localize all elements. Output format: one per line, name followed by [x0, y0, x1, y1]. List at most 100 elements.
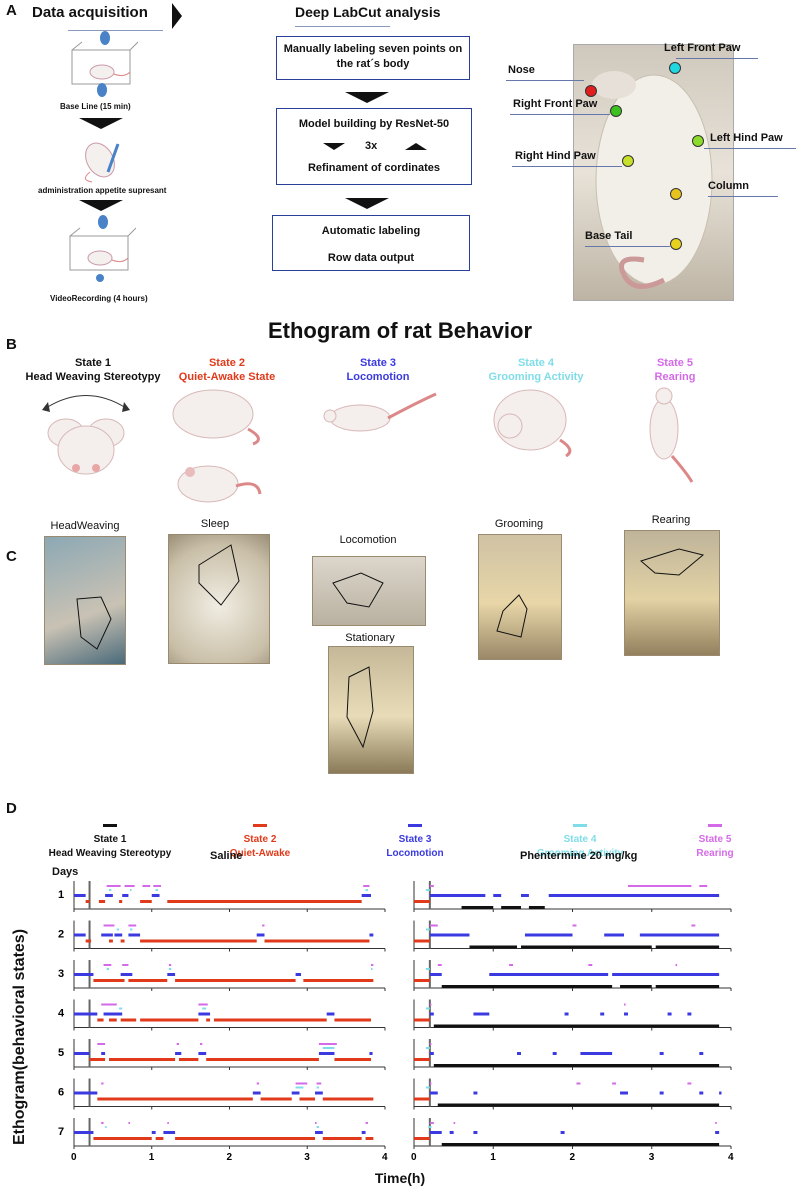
x-tick-label: 3	[649, 1152, 655, 1163]
baseline-label: Base Line (15 min)	[60, 102, 131, 111]
state-segment-s1	[433, 1064, 720, 1067]
state-segment-s4	[322, 1047, 335, 1049]
state-segment-s3	[361, 1131, 366, 1134]
state-segment-s5	[624, 1003, 626, 1006]
state-segment-s2	[414, 979, 430, 982]
state-segment-s5	[588, 964, 593, 966]
state-segment-s5	[128, 1122, 130, 1124]
state-segment-s5	[453, 1122, 456, 1124]
state-segment-s3	[600, 1012, 605, 1016]
saline-title: Saline	[210, 850, 243, 862]
state-segment-s4	[202, 1007, 207, 1010]
state2-num: State 2	[208, 357, 246, 369]
state-segment-s2	[140, 1018, 199, 1022]
dlc-title: Deep LabCut analysis	[295, 4, 441, 20]
state1-name: Head Weaving Stereotypy	[25, 371, 161, 383]
state-segment-s2	[365, 1137, 374, 1140]
step-model-text: Model building by ResNet-50	[298, 118, 450, 130]
state-segment-s3	[315, 1091, 323, 1095]
state-segment-s5	[167, 1122, 169, 1124]
state-segment-s3	[560, 1131, 565, 1134]
state-segment-s1	[520, 945, 652, 949]
state-segment-s4	[129, 928, 133, 931]
state3-num: State 3	[359, 357, 397, 369]
state-segment-s5	[103, 964, 112, 966]
state-segment-s2	[414, 900, 430, 903]
state-segment-s1	[655, 945, 720, 949]
state-segment-s2	[85, 900, 90, 903]
down-arrow-icon	[345, 92, 389, 103]
locomotion-rat-icon	[318, 392, 438, 442]
state-segment-s5	[318, 1043, 337, 1045]
panel-letter-a: A	[6, 2, 17, 19]
down-arrow-icon	[79, 200, 123, 211]
state-segment-s2	[414, 1137, 430, 1140]
state-segment-s3	[429, 933, 470, 937]
state-segment-s4	[425, 1007, 430, 1010]
state-segment-s5	[199, 1043, 203, 1045]
state-segment-s4	[295, 1086, 304, 1089]
state-segment-s3	[524, 933, 573, 937]
state-segment-s3	[620, 1091, 628, 1095]
state-segment-s5	[142, 885, 151, 887]
state-segment-s1	[461, 906, 494, 909]
state-segment-s3	[318, 1052, 335, 1055]
state-segment-s5	[429, 885, 434, 887]
state-segment-s4	[316, 1086, 319, 1089]
base-tail-label: Base Tail	[585, 230, 633, 242]
state-segment-s2	[414, 1058, 430, 1061]
state5-num: State 5	[656, 357, 694, 369]
state-segment-s2	[120, 1018, 137, 1022]
legend-state-num: State 1	[93, 834, 127, 845]
state-segment-s5	[687, 1082, 692, 1085]
state-segment-s5	[315, 1122, 317, 1124]
legend-swatch-state-4	[573, 824, 587, 827]
state-segment-s4	[425, 1047, 430, 1049]
legend-swatch-state-1	[103, 824, 117, 827]
state-segment-s3	[361, 894, 372, 897]
state-segment-s3	[517, 1052, 521, 1055]
x-tick-label: 1	[490, 1152, 496, 1163]
quiet-awake-rat-icon	[168, 384, 268, 514]
state-segment-s3	[74, 1091, 98, 1095]
state-segment-s2	[206, 1018, 211, 1022]
legend-swatch-state-2	[253, 824, 267, 827]
state-segment-s5	[572, 924, 577, 927]
state-segment-s2	[175, 1137, 316, 1140]
state-segment-s3	[449, 1131, 454, 1134]
state-segment-s4	[371, 968, 373, 970]
state-segment-s4	[116, 928, 120, 931]
state-segment-s3	[429, 1131, 442, 1134]
ethogram-title: Ethogram of rat Behavior	[267, 318, 533, 343]
state-segment-s5	[627, 885, 692, 887]
state-segment-s5	[429, 1122, 434, 1124]
acquisition-title: Data acquisition	[32, 4, 148, 21]
state-segment-s5	[365, 1122, 368, 1124]
left-hind-paw-leader	[704, 148, 796, 149]
state-segment-s3	[473, 1091, 478, 1095]
headweaving-photo	[44, 536, 126, 665]
right-hind-paw-label: Right Hind Paw	[515, 150, 596, 162]
state-segment-s4	[316, 1126, 319, 1128]
state-segment-s3	[101, 933, 113, 937]
grooming-photo	[478, 534, 562, 660]
state-segment-s3	[548, 894, 720, 897]
state-segment-s5	[371, 964, 374, 966]
state-segment-s5	[691, 924, 696, 927]
state-segment-s2	[322, 1097, 374, 1101]
state-segment-s3	[120, 973, 133, 976]
state5-title: State 5 Rearing	[600, 356, 750, 384]
state-segment-s5	[101, 1003, 117, 1006]
headweaving-photo-title: HeadWeaving	[50, 520, 120, 532]
state-segment-s1	[501, 906, 521, 909]
panel-letter-c: C	[6, 548, 17, 565]
state-segment-s3	[687, 1012, 692, 1016]
state4-num: State 4	[517, 357, 555, 369]
state-segment-s2	[264, 939, 370, 943]
nose-label: Nose	[508, 64, 535, 76]
video-label: VideoRecording (4 hours)	[50, 294, 148, 303]
state-segment-s3	[295, 973, 302, 976]
state-segment-s3	[659, 1052, 664, 1055]
state-segment-s5	[437, 964, 442, 966]
nose-leader	[506, 80, 584, 81]
